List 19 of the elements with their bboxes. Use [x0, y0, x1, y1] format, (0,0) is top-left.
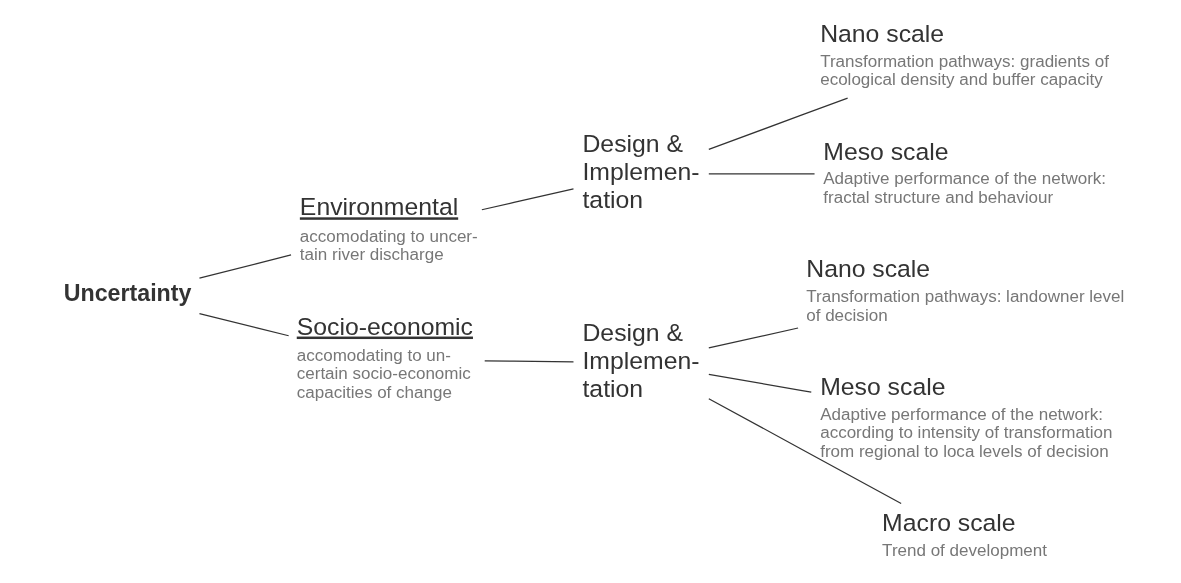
connector: [707, 97, 848, 151]
connector: [480, 188, 574, 211]
node-text: Uncertainty: [63, 279, 191, 306]
connector: [198, 254, 292, 279]
connector: [707, 327, 799, 349]
node-text: Environmental accomodating to uncer- tain river discharge: [299, 193, 478, 265]
node-text: Macro scale Trend of development: [881, 509, 1047, 560]
node-text: Meso scale Adaptive performance of the network: according to intensity of transformation from regional to loca levels of decision: [819, 372, 1112, 461]
connector: [707, 173, 815, 175]
connector: [707, 373, 812, 393]
node-text: Nano scale Transformation pathways: gradients of ecological density and buffer capacity: [819, 19, 1109, 90]
node-text: Design & Implemen- tation: [581, 318, 699, 402]
connector: [198, 313, 289, 337]
node-text: Design & Implemen- tation: [581, 129, 699, 213]
node-text: Meso scale Adaptive performance of the network: fractal structure and behaviour: [822, 137, 1106, 207]
connector: [483, 360, 574, 363]
node-text: Nano scale Transformation pathways: landowner level of decision: [805, 255, 1124, 325]
connector: [707, 398, 902, 505]
node-text: Socio-economic accomodating to un- certain socio-economic capacities of change: [296, 312, 473, 403]
